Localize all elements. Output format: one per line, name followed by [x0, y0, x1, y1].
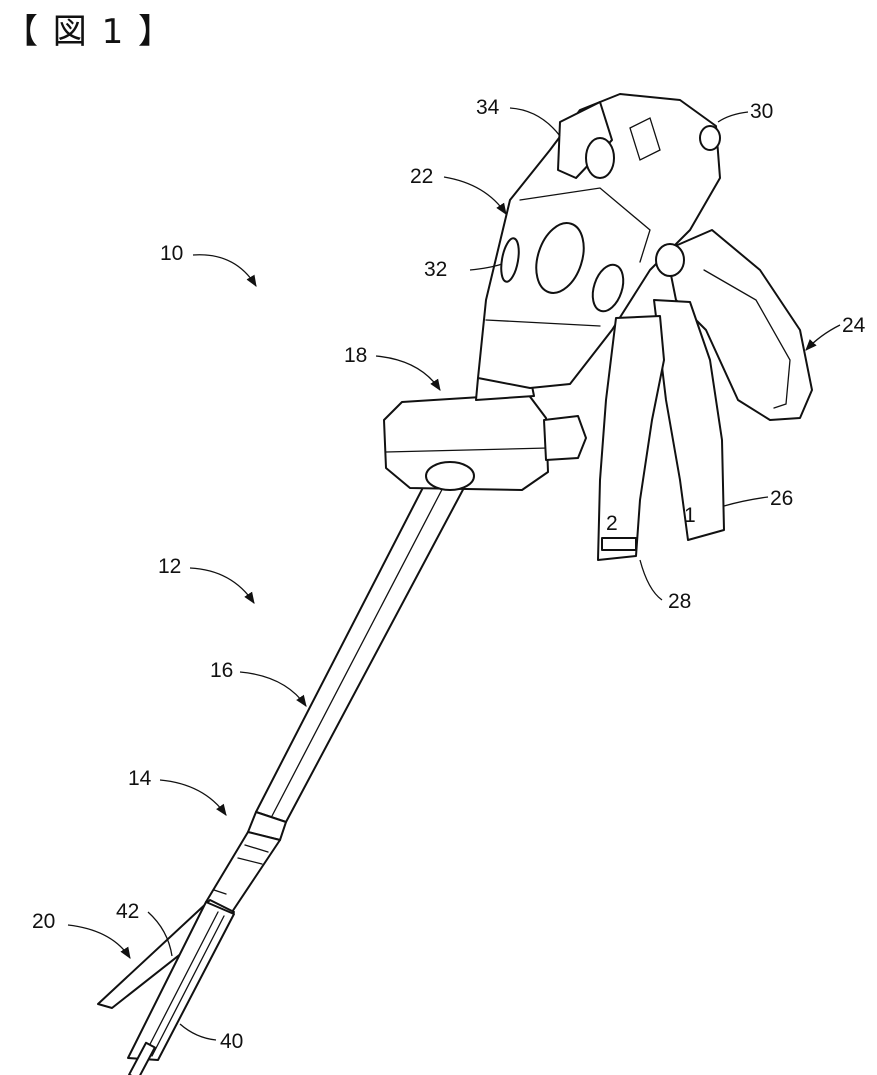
ref-28: 28 [668, 590, 691, 613]
rotation-knob-18 [384, 376, 586, 490]
ref-30: 30 [750, 100, 773, 123]
end-effector-20 [98, 900, 234, 1075]
reference-numerals: 10 12 14 16 18 20 22 24 26 28 30 32 34 4… [32, 96, 866, 1053]
articulation-joint-14 [206, 812, 286, 912]
ref-40: 40 [220, 1030, 243, 1053]
ref-10: 10 [160, 242, 183, 265]
knob-30 [700, 126, 720, 150]
ref-32: 32 [424, 258, 447, 281]
ref-18: 18 [344, 344, 367, 367]
ref-34: 34 [476, 96, 500, 119]
ref-16: 16 [210, 659, 233, 682]
ref-26: 26 [770, 487, 793, 510]
ref-24: 24 [842, 314, 866, 337]
ref-12: 12 [158, 555, 181, 578]
shaft-16 [256, 470, 466, 822]
ref-22: 22 [410, 165, 433, 188]
trigger-28: 2 [598, 316, 664, 560]
ref-20: 20 [32, 910, 55, 933]
trigger-marking-2: 2 [606, 512, 618, 535]
trigger-marking-1: 1 [684, 504, 696, 527]
ref-14: 14 [128, 767, 152, 790]
ref-42: 42 [116, 900, 139, 923]
